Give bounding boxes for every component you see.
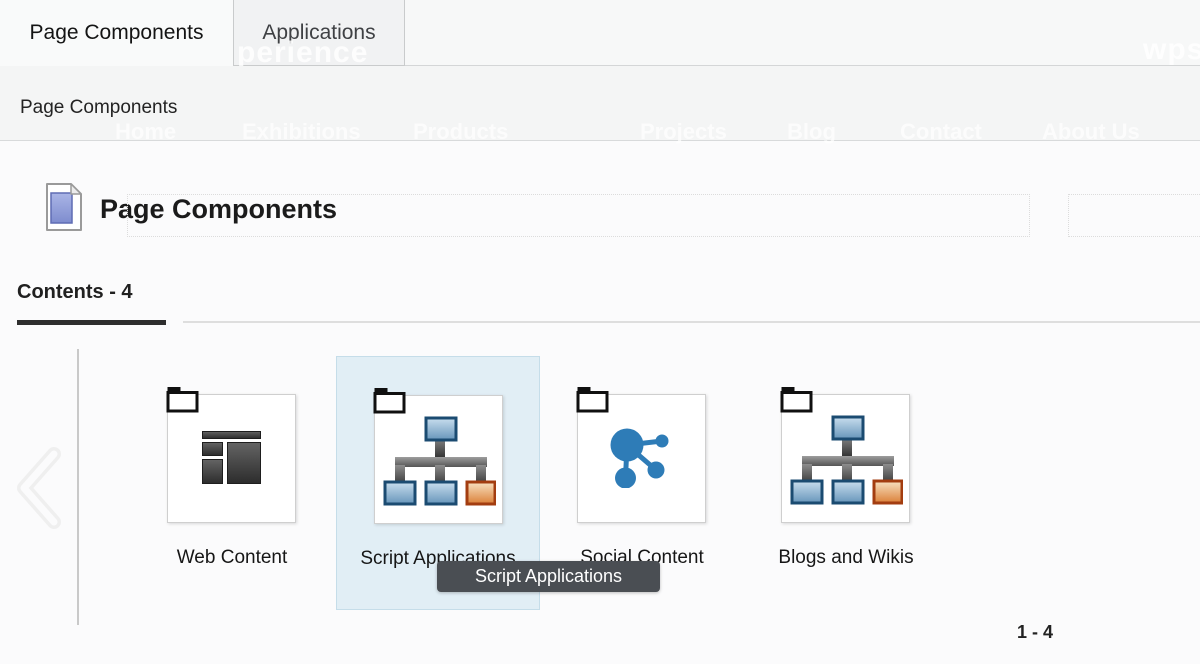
folder-icon	[576, 386, 609, 413]
folder-icon	[373, 387, 406, 414]
tab-bar-border	[233, 65, 1200, 66]
top-tab-bar: Page Components Applications perience wp…	[0, 0, 1200, 69]
tile-blogs-and-wikis-card[interactable]	[781, 394, 910, 523]
tile-label: Blogs and Wikis	[778, 547, 914, 568]
pagination-range: 1 - 4	[1017, 622, 1054, 642]
carousel-prev-chevron-icon[interactable]	[8, 446, 64, 530]
breadcrumb-bar	[0, 66, 1200, 141]
focus-outline-placeholder-right	[1068, 194, 1200, 237]
folder-icon	[166, 386, 199, 413]
tab-contents[interactable]: Contents - 4	[17, 281, 133, 303]
tile-web-content[interactable]: Web Content	[130, 356, 334, 610]
breadcrumb: Page Components	[20, 97, 178, 118]
tab-page-components-label: Page Components	[29, 21, 204, 44]
focus-outline-placeholder	[127, 194, 1030, 237]
share-network-icon	[609, 428, 671, 488]
tile-social-content[interactable]: Social Content	[540, 356, 744, 610]
tile-social-content-card[interactable]	[577, 394, 706, 523]
tile-web-content-card[interactable]	[167, 394, 296, 523]
folder-icon	[780, 386, 813, 413]
tab-applications-label: Applications	[262, 20, 376, 44]
tab-page-components[interactable]: Page Components	[0, 0, 233, 66]
background-watermark-text-right: wpsa	[1143, 33, 1200, 66]
page-title: Page Components	[100, 194, 338, 224]
tab-contents-active-indicator	[17, 320, 166, 325]
tile-label: Web Content	[176, 547, 288, 568]
tile-blogs-and-wikis[interactable]: Blogs and Wikis	[744, 356, 948, 610]
sitemap-icon	[789, 415, 903, 505]
tile-script-applications-card[interactable]	[374, 395, 503, 524]
web-content-layout-icon	[202, 431, 261, 484]
page-document-icon	[46, 183, 82, 231]
tooltip-text: Script Applications	[474, 566, 623, 586]
tab-track-line	[183, 321, 1200, 323]
tab-applications[interactable]: Applications	[233, 0, 405, 66]
carousel-divider	[77, 349, 79, 625]
sitemap-icon	[382, 416, 496, 506]
tooltip: Script Applications	[437, 561, 660, 592]
